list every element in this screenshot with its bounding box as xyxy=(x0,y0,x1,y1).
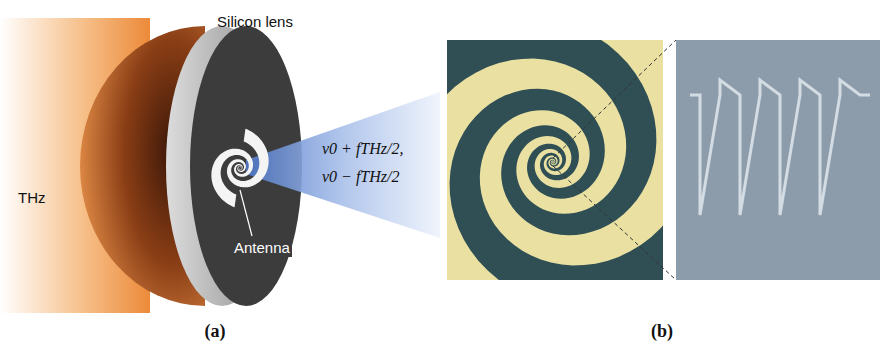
spiral-antenna xyxy=(211,129,268,208)
frequency-label: ν0 + fTHz/2, xyxy=(322,140,403,158)
beam-label: THz xyxy=(18,190,46,207)
meander-photo xyxy=(676,40,880,280)
frequency-label: ν0 − fTHz/2 xyxy=(322,168,399,186)
zoom-line xyxy=(553,166,676,280)
meander-bolometer xyxy=(690,80,870,215)
spiral-antenna-photo xyxy=(447,40,663,280)
panel-label: (b) xyxy=(651,322,673,342)
spiral-arm xyxy=(447,40,656,235)
part-name: Silicon lens xyxy=(217,14,293,31)
panel-label: (a) xyxy=(205,322,226,342)
output-beam xyxy=(246,92,440,238)
spiral-arm xyxy=(211,149,253,208)
meander-line xyxy=(690,80,870,215)
zoom-line xyxy=(553,40,676,158)
part-name: Antenna xyxy=(232,240,292,257)
leader-line xyxy=(240,190,252,236)
